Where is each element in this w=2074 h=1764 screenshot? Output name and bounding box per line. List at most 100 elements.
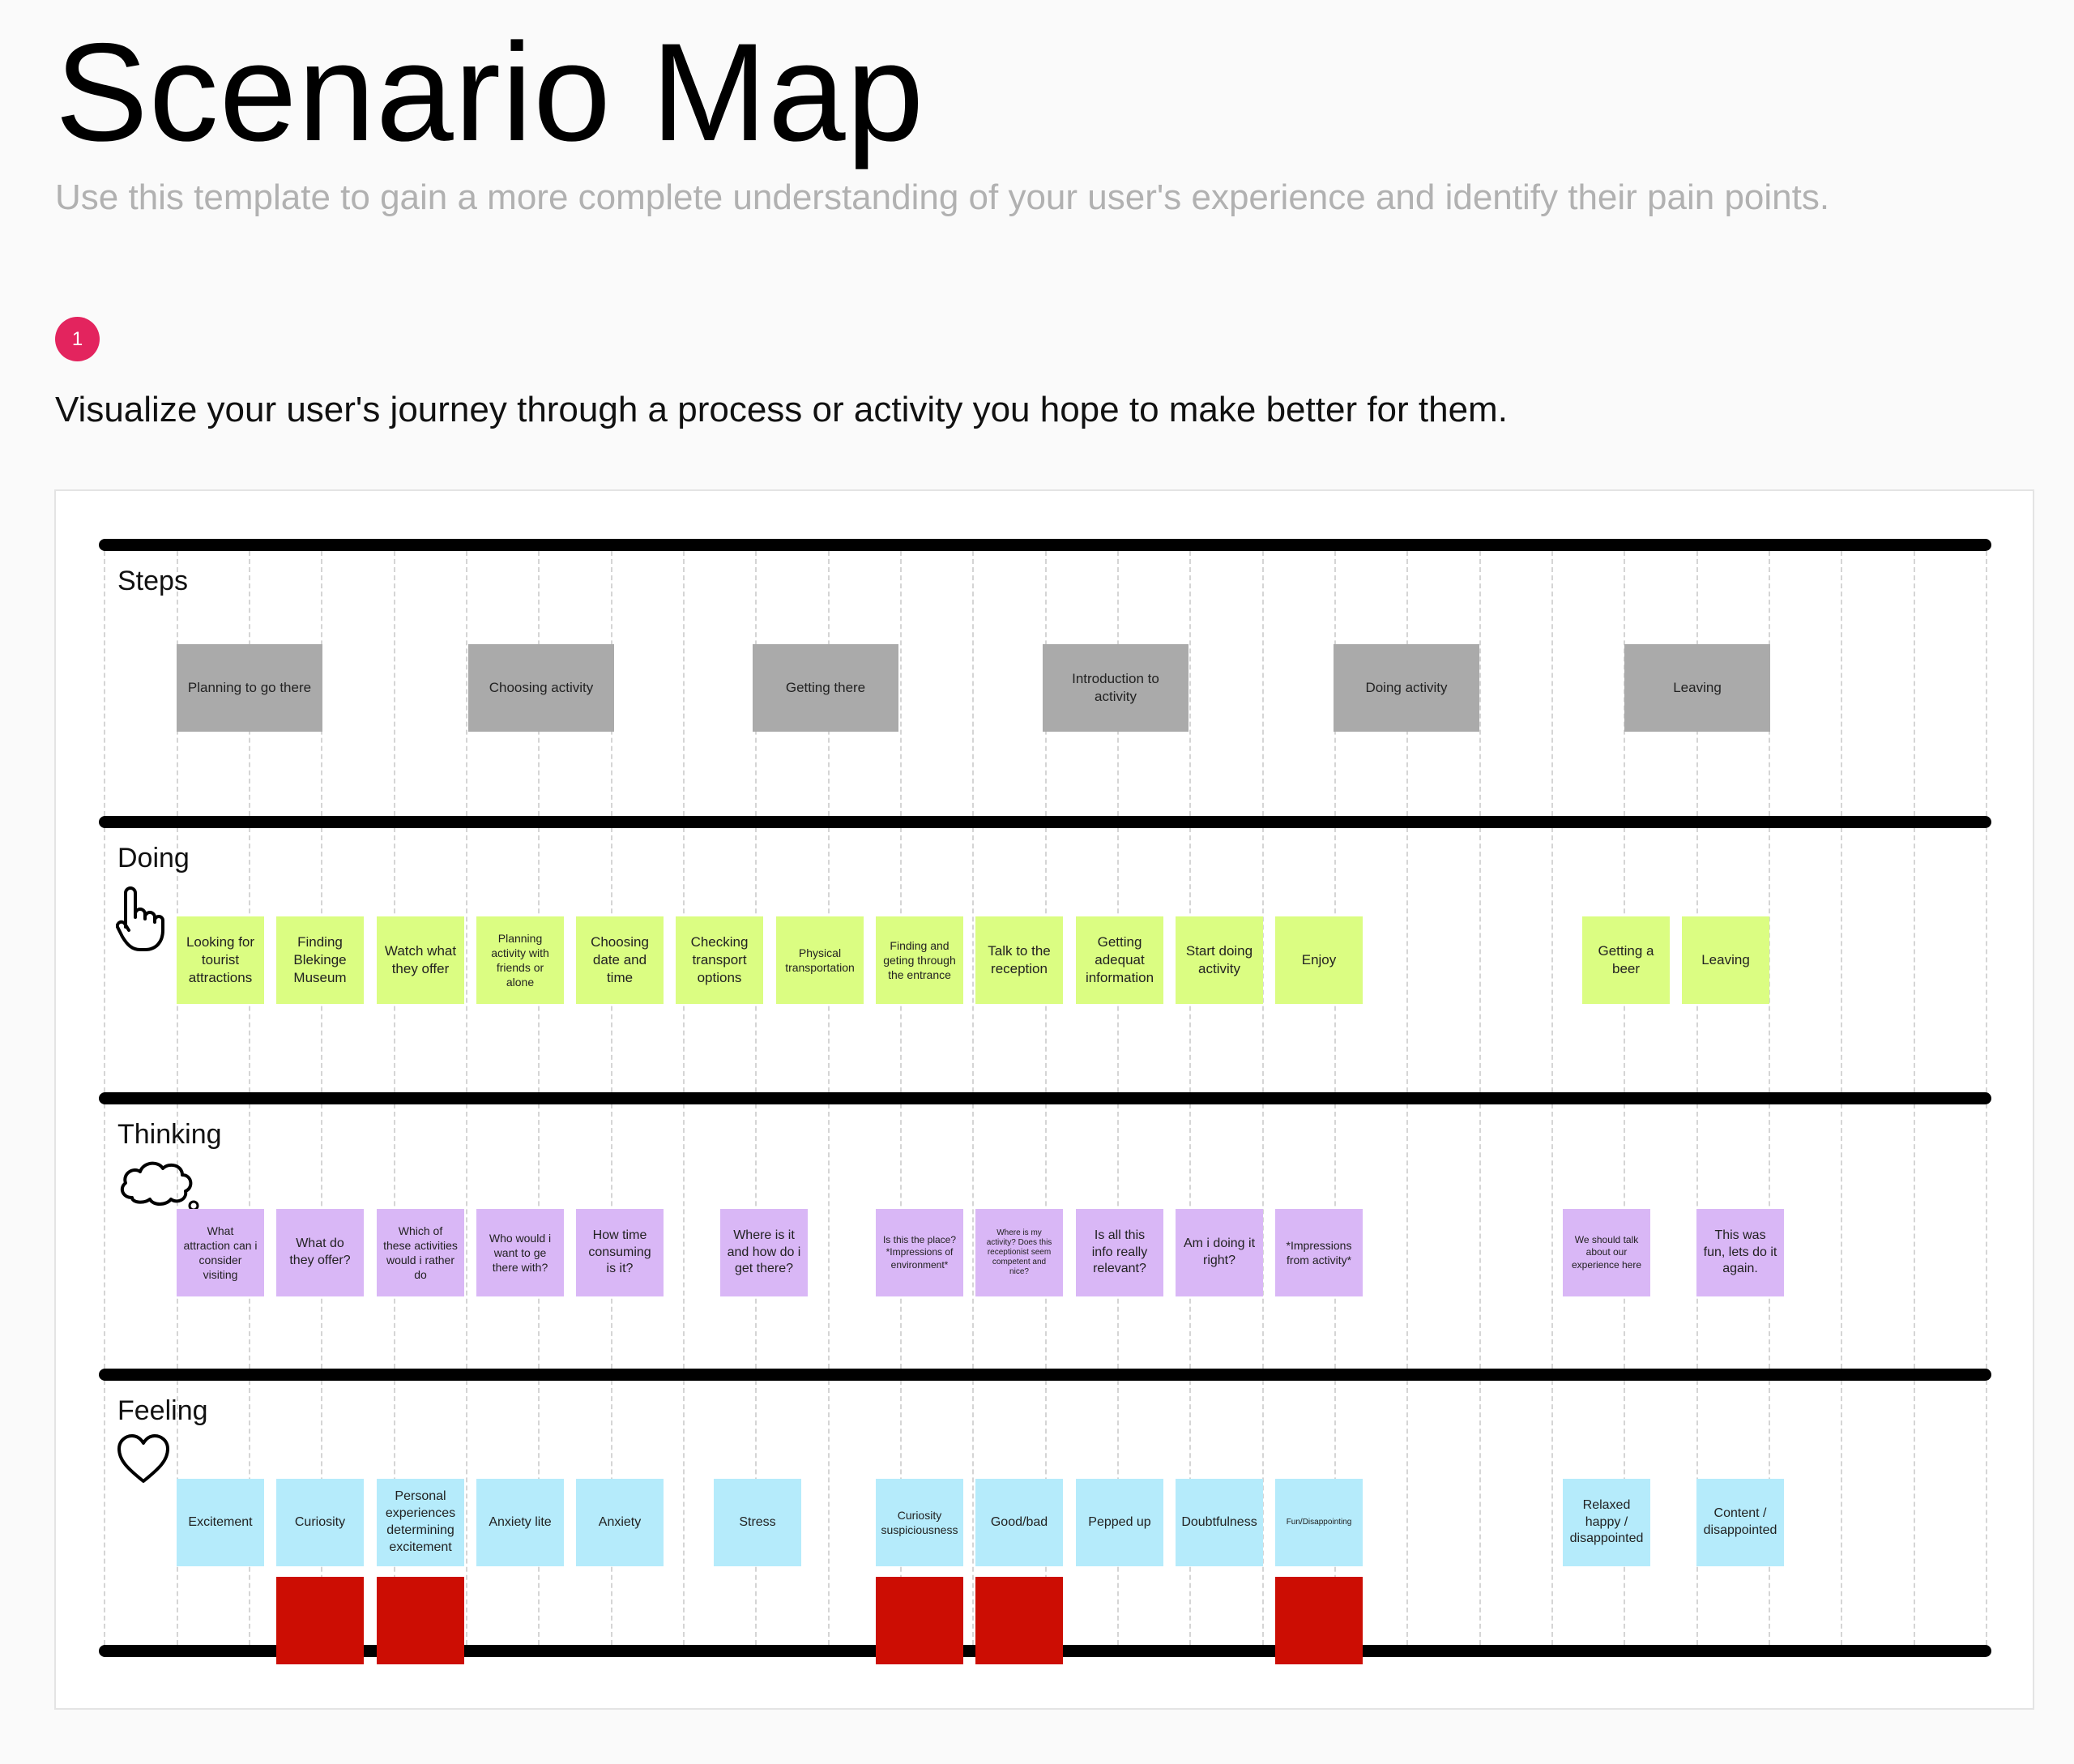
feeling-note[interactable]: Curiosity suspiciousness: [876, 1479, 963, 1566]
heart-icon: [117, 1434, 169, 1483]
step-note-text: Doing activity: [1365, 679, 1448, 695]
thinking-note[interactable]: This was fun, lets do it again.: [1696, 1209, 1784, 1296]
lane-divider: [99, 1369, 1991, 1381]
page-title: Scenario Map: [55, 15, 925, 170]
thinking-note-text: We should talk about our experience here: [1571, 1233, 1642, 1271]
step-note-text: Choosing activity: [489, 679, 594, 695]
doing-note[interactable]: Checking transport options: [676, 916, 763, 1004]
feeling-note-text: Curiosity: [294, 1514, 346, 1529]
lane-label-feeling: Feeling: [117, 1395, 208, 1426]
feeling-note[interactable]: Stress: [714, 1479, 801, 1566]
step-note-text: Leaving: [1673, 679, 1722, 695]
feeling-note-text: Fun/Disappointing: [1286, 1518, 1352, 1527]
thinking-note-text: How time consuming is it?: [588, 1228, 651, 1276]
doing-note[interactable]: Choosing date and time: [576, 916, 664, 1004]
feeling-note-text: Anxiety lite: [489, 1514, 552, 1529]
feeling-note-text: Anxiety: [598, 1514, 642, 1529]
step-note[interactable]: Doing activity: [1334, 644, 1479, 732]
doing-note-text: Enjoy: [1301, 951, 1337, 967]
doing-note[interactable]: Getting a beer: [1582, 916, 1670, 1004]
feeling-note-text: Doubtfulness: [1181, 1514, 1257, 1529]
pain-point-note[interactable]: [276, 1577, 364, 1664]
feeling-note[interactable]: Good/bad: [975, 1479, 1063, 1566]
pain-point-note[interactable]: [876, 1577, 963, 1664]
thinking-note[interactable]: *Impressions from activity*: [1275, 1209, 1363, 1296]
step-note-text: Planning to go there: [187, 679, 312, 695]
doing-note-text: Talk to the reception: [988, 942, 1051, 976]
lane-divider: [99, 539, 1991, 551]
thinking-note[interactable]: How time consuming is it?: [576, 1209, 664, 1296]
feeling-note-text: Relaxed happy / disappointed: [1569, 1497, 1644, 1546]
doing-note[interactable]: Leaving: [1682, 916, 1769, 1004]
doing-note-text: Planning activity with friends or alone: [491, 931, 549, 989]
feeling-note-text: Personal experiences determining excitem…: [385, 1489, 456, 1554]
step-number-badge: 1: [55, 317, 100, 361]
thinking-note[interactable]: Who would i want to ge there with?: [476, 1209, 564, 1296]
instruction-text: Visualize your user's journey through a …: [55, 390, 1508, 429]
feeling-note[interactable]: Excitement: [177, 1479, 264, 1566]
feeling-note[interactable]: Personal experiences determining excitem…: [377, 1479, 464, 1566]
lane-label-steps: Steps: [117, 566, 188, 596]
step-note[interactable]: Introduction to activity: [1043, 644, 1188, 732]
thinking-note-text: Is this the place? *Impressions of envir…: [882, 1233, 957, 1271]
thinking-note-text: Which of these activities would i rather…: [383, 1224, 458, 1282]
feeling-note[interactable]: Content / disappointed: [1696, 1479, 1784, 1566]
feeling-note-text: Excitement: [188, 1514, 253, 1529]
thinking-note-text: What do they offer?: [289, 1237, 351, 1267]
doing-note-text: Looking for tourist attractions: [186, 933, 255, 986]
feeling-note[interactable]: Curiosity: [276, 1479, 364, 1566]
thinking-note[interactable]: Where is it and how do i get there?: [720, 1209, 808, 1296]
step-note[interactable]: Planning to go there: [177, 644, 322, 732]
page-subtitle: Use this template to gain a more complet…: [55, 177, 1830, 217]
doing-note[interactable]: Start doing activity: [1176, 916, 1263, 1004]
pain-point-note[interactable]: [377, 1577, 464, 1664]
feeling-note[interactable]: Anxiety lite: [476, 1479, 564, 1566]
doing-note[interactable]: Looking for tourist attractions: [177, 916, 264, 1004]
step-note[interactable]: Leaving: [1624, 644, 1770, 732]
doing-note-text: Checking transport options: [690, 933, 749, 986]
thinking-note-text: This was fun, lets do it again.: [1703, 1228, 1777, 1276]
feeling-note[interactable]: Pepped up: [1076, 1479, 1163, 1566]
doing-note[interactable]: Planning activity with friends or alone: [476, 916, 564, 1004]
thinking-note[interactable]: Am i doing it right?: [1176, 1209, 1263, 1296]
step-note-text: Introduction to activity: [1072, 670, 1159, 704]
feeling-note-text: Curiosity suspiciousness: [881, 1508, 958, 1536]
thinking-note-text: Where is my activity? Does this receptio…: [986, 1228, 1052, 1276]
doing-note-text: Finding and geting through the entrance: [883, 938, 956, 982]
feeling-note[interactable]: Relaxed happy / disappointed: [1563, 1479, 1650, 1566]
doing-note-text: Leaving: [1701, 951, 1750, 967]
doing-note[interactable]: Getting adequat information: [1076, 916, 1163, 1004]
thinking-note-text: Where is it and how do i get there?: [727, 1228, 801, 1276]
pointing-hand-icon: [116, 886, 164, 951]
pain-point-note[interactable]: [1275, 1577, 1363, 1664]
doing-note[interactable]: Watch what they offer: [377, 916, 464, 1004]
thinking-note-text: Is all this info really relevant?: [1091, 1228, 1148, 1276]
thinking-note-text: Who would i want to ge there with?: [489, 1231, 552, 1275]
doing-note[interactable]: Talk to the reception: [975, 916, 1063, 1004]
thinking-note[interactable]: What attraction can i consider visiting: [177, 1209, 264, 1296]
thinking-note[interactable]: Is all this info really relevant?: [1076, 1209, 1163, 1296]
step-note[interactable]: Choosing activity: [468, 644, 614, 732]
thinking-note[interactable]: What do they offer?: [276, 1209, 364, 1296]
step-note[interactable]: Getting there: [753, 644, 898, 732]
thinking-note[interactable]: Is this the place? *Impressions of envir…: [876, 1209, 963, 1296]
feeling-note[interactable]: Anxiety: [576, 1479, 664, 1566]
thought-cloud-icon: [120, 1161, 199, 1211]
doing-note[interactable]: Finding Blekinge Museum: [276, 916, 364, 1004]
doing-note[interactable]: Physical transportation: [776, 916, 864, 1004]
pain-point-note[interactable]: [975, 1577, 1063, 1664]
feeling-note[interactable]: Doubtfulness: [1176, 1479, 1263, 1566]
feeling-note-text: Good/bad: [990, 1514, 1048, 1529]
doing-note-text: Physical transportation: [785, 946, 855, 974]
feeling-note[interactable]: Fun/Disappointing: [1275, 1479, 1363, 1566]
thinking-note[interactable]: We should talk about our experience here: [1563, 1209, 1650, 1296]
thinking-note[interactable]: Which of these activities would i rather…: [377, 1209, 464, 1296]
thinking-note[interactable]: Where is my activity? Does this receptio…: [975, 1209, 1063, 1296]
lane-label-thinking: Thinking: [117, 1119, 222, 1150]
doing-note-text: Start doing activity: [1185, 942, 1253, 976]
doing-note[interactable]: Enjoy: [1275, 916, 1363, 1004]
feeling-note-text: Content / disappointed: [1703, 1506, 1777, 1537]
doing-note[interactable]: Finding and geting through the entrance: [876, 916, 963, 1004]
thinking-note-text: Am i doing it right?: [1183, 1237, 1256, 1267]
doing-note-text: Choosing date and time: [591, 933, 649, 986]
